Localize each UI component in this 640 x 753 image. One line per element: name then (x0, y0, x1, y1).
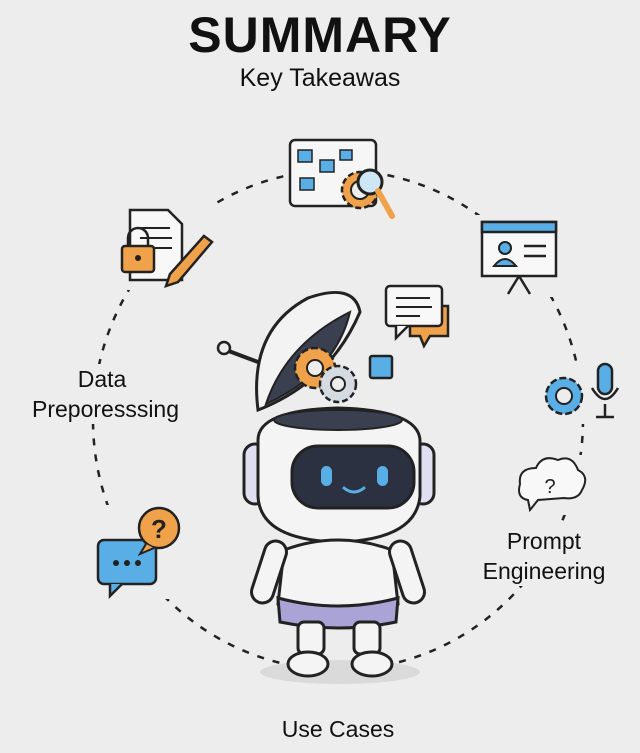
question-cloud-icon: ? (514, 455, 588, 515)
svg-text:?: ? (544, 476, 555, 498)
label-line: Prompt (506, 528, 582, 554)
svg-text:?: ? (151, 514, 167, 544)
label-use-cases: Use Cases (276, 714, 400, 744)
robot-illustration (216, 290, 436, 684)
page-title: SUMMARY (188, 7, 452, 63)
presentation-board-icon (476, 215, 566, 297)
document-lock-pencil-icon (115, 200, 215, 290)
flowchart-gear-icon (284, 132, 395, 219)
chat-bubbles-icon (384, 284, 450, 349)
label-line: Preporesssing (32, 396, 180, 422)
gear-microphone-icon (540, 362, 624, 424)
label-line: Data (77, 366, 127, 392)
chat-question-icon: ? (94, 505, 188, 600)
label-data-preprocessing: Data Preporesssing (28, 364, 180, 424)
label-prompt-engineering: Prompt Engineering (472, 526, 616, 586)
label-line: Engineering (482, 558, 606, 584)
page-subtitle: Key Takeawas (239, 64, 401, 92)
